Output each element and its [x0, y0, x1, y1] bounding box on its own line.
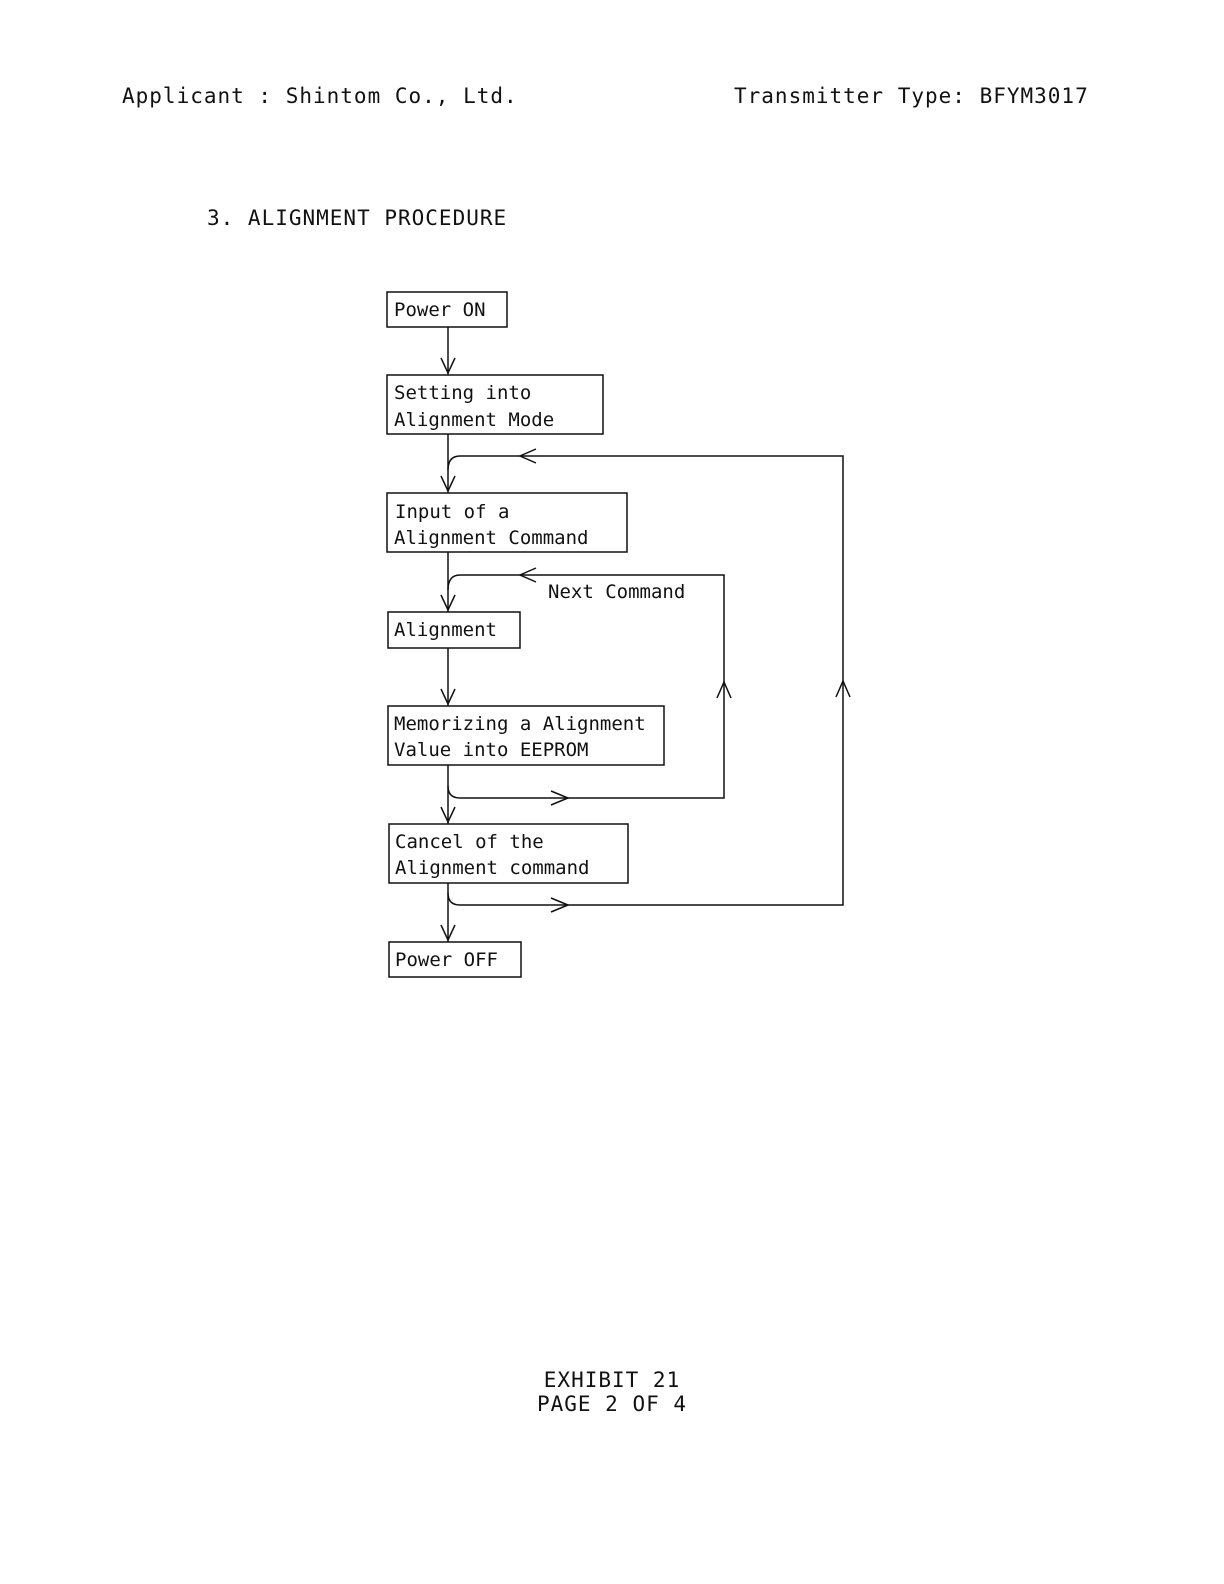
- step-input-alignment-command: Input of a Alignment Command: [387, 493, 627, 552]
- page-number: PAGE 2 OF 4: [0, 1392, 1224, 1416]
- step-label: Cancel of the: [395, 831, 544, 853]
- step-label: Alignment Command: [394, 527, 588, 549]
- step-cancel-alignment-command: Cancel of the Alignment command: [389, 824, 628, 883]
- step-label: Power ON: [394, 299, 486, 321]
- step-power-on: Power ON: [387, 292, 507, 327]
- step-memorizing-eeprom: Memorizing a Alignment Value into EEPROM: [388, 706, 664, 765]
- step-label: Power OFF: [395, 949, 498, 971]
- step-label: Memorizing a Alignment: [394, 713, 646, 735]
- step-label: Setting into: [394, 382, 531, 404]
- step-alignment: Alignment: [388, 612, 520, 648]
- exhibit-number: EXHIBIT 21: [0, 1368, 1224, 1392]
- step-setting-alignment-mode: Setting into Alignment Mode: [387, 375, 603, 434]
- step-label: Alignment command: [395, 857, 589, 879]
- next-command-label: Next Command: [548, 581, 685, 603]
- step-label: Value into EEPROM: [394, 739, 588, 761]
- step-label: Alignment: [394, 619, 497, 641]
- step-label: Alignment Mode: [394, 409, 554, 431]
- step-label: Input of a: [395, 501, 509, 523]
- step-power-off: Power OFF: [389, 942, 521, 977]
